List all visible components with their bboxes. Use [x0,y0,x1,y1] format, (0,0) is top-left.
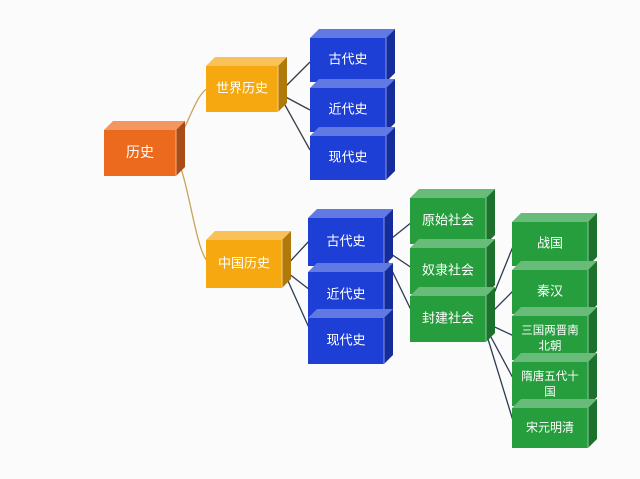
box-warring-states-label: 战国 [537,237,563,252]
box-china-history-label: 中国历史 [218,257,270,272]
box-three-kingdoms-front-face [512,316,588,360]
box-warring-states-side-face [588,213,597,266]
box-world-contemporary-front-face [310,136,386,180]
box-feudal-society-front-face [410,296,486,342]
box-world-history: 世界历史 [206,57,287,112]
box-china-contemporary: 现代史 [308,309,393,364]
box-china-contemporary-front-face [308,318,384,364]
box-root-side-face [176,121,185,176]
box-china-history: 中国历史 [206,231,291,288]
box-root-label: 历史 [126,145,154,161]
box-china-contemporary-top-face [308,309,393,318]
box-world-modern-side-face [386,79,395,132]
box-world-ancient-side-face [386,29,395,82]
box-song-yuan-ming-qing-top-face [512,399,597,408]
box-three-kingdoms-label-line-1: 三国两晋南 [521,323,579,337]
box-qin-han-label: 秦汉 [537,285,563,300]
box-slave-society-label: 奴隶社会 [422,263,474,279]
box-sui-tang-side-face [588,353,597,406]
box-three-kingdoms-top-face [512,307,597,316]
box-root: 历史 [104,121,185,176]
box-china-contemporary-side-face [384,309,393,364]
box-china-ancient: 古代史 [308,209,393,266]
box-world-contemporary-label: 现代史 [328,151,367,166]
box-song-yuan-ming-qing-front-face [512,408,588,448]
box-china-history-top-face [206,231,291,240]
box-world-history-label: 世界历史 [216,82,268,97]
box-primitive-society-label: 原始社会 [422,213,474,229]
box-song-yuan-ming-qing: 宋元明清 [512,399,597,448]
connector-root-china [177,159,209,263]
box-china-history-side-face [282,231,291,288]
box-china-modern-top-face [308,263,393,272]
box-three-kingdoms-label-line-2: 北朝 [539,338,562,352]
box-primitive-society-front-face [410,198,486,244]
box-china-ancient-front-face [308,218,384,266]
box-world-modern-top-face [310,79,395,88]
box-qin-han-side-face [588,261,597,314]
box-china-modern-side-face [384,263,393,318]
box-primitive-society-side-face [486,189,495,244]
box-warring-states-front-face [512,222,588,266]
box-world-history-top-face [206,57,287,66]
box-feudal-society-side-face [486,287,495,342]
box-slave-society-top-face [410,239,495,248]
box-root-front-face [104,130,176,176]
box-world-modern-label: 近代史 [328,103,367,118]
box-china-ancient-top-face [308,209,393,218]
box-qin-han-front-face [512,270,588,314]
box-china-ancient-label: 古代史 [326,235,365,250]
box-root-top-face [104,121,185,130]
box-world-contemporary-side-face [386,127,395,180]
box-slave-society: 奴隶社会 [410,239,495,294]
box-china-contemporary-label: 现代史 [326,334,365,349]
box-world-contemporary: 现代史 [310,127,395,180]
box-world-history-front-face [206,66,278,112]
box-china-history-front-face [206,240,282,288]
box-slave-society-side-face [486,239,495,294]
box-feudal-society: 封建社会 [410,287,495,342]
box-sui-tang-top-face [512,353,597,362]
box-world-ancient-label: 古代史 [328,53,367,68]
box-primitive-society: 原始社会 [410,189,495,244]
box-warring-states: 战国 [512,213,597,266]
box-feudal-society-top-face [410,287,495,296]
box-qin-han: 秦汉 [512,261,597,314]
box-world-ancient-top-face [310,29,395,38]
box-qin-han-top-face [512,261,597,270]
box-song-yuan-ming-qing-label: 宋元明清 [526,420,574,435]
box-world-ancient: 古代史 [310,29,395,82]
box-sui-tang-label-line-2: 国 [544,384,556,398]
box-warring-states-top-face [512,213,597,222]
box-three-kingdoms-side-face [588,307,597,360]
box-primitive-society-top-face [410,189,495,198]
box-sui-tang-front-face [512,362,588,406]
box-china-ancient-side-face [384,209,393,266]
box-world-modern: 近代史 [310,79,395,132]
box-feudal-society-label: 封建社会 [422,311,474,327]
box-world-ancient-front-face [310,38,386,82]
box-song-yuan-ming-qing-side-face [588,399,597,448]
box-world-modern-front-face [310,88,386,132]
box-world-history-side-face [278,57,287,112]
box-china-modern-label: 近代史 [326,288,365,303]
box-sui-tang-label-line-1: 隋唐五代十 [521,369,579,383]
box-slave-society-front-face [410,248,486,294]
box-world-contemporary-top-face [310,127,395,136]
connector-feudal-songyuan [483,325,515,425]
